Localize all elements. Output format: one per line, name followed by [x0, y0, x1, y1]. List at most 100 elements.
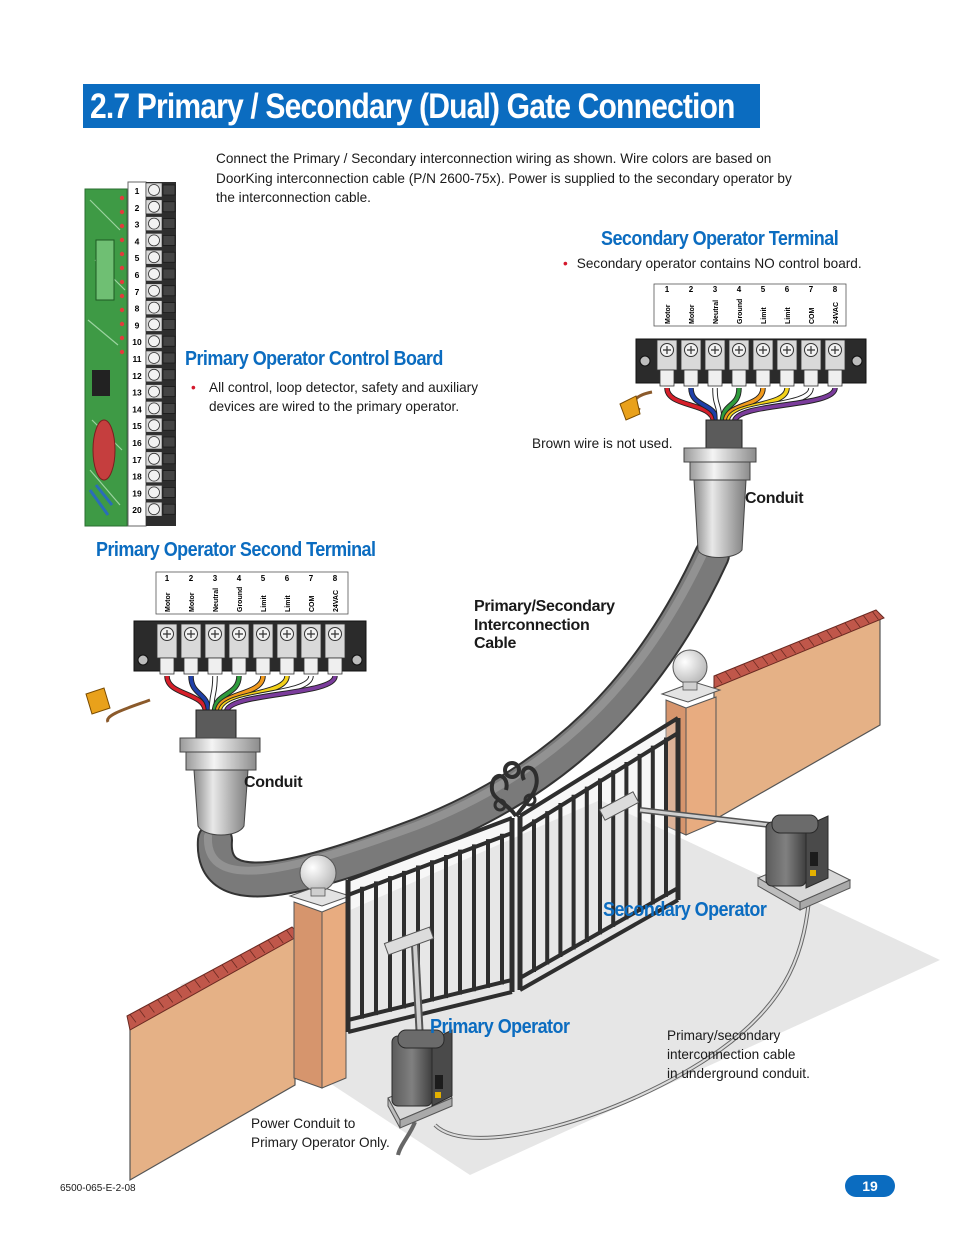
board-terminal-number: 14 — [132, 404, 142, 414]
primary-terminal-number: 2 — [189, 574, 194, 583]
secondary-operator-unit — [756, 814, 852, 911]
power-line1: Power Conduit to — [251, 1116, 356, 1131]
secondary-conduit — [683, 447, 757, 558]
board-terminal-number: 3 — [135, 220, 140, 230]
primary-wire — [209, 675, 217, 713]
board-terminal-screw — [148, 284, 160, 297]
primary-terminal-label: Motor — [189, 592, 196, 612]
board-terminal-number: 7 — [135, 287, 140, 297]
underground-line3: in underground conduit. — [667, 1066, 810, 1081]
mount-screw — [137, 654, 149, 666]
secondary-terminal-bullet-text: Secondary operator contains NO control b… — [576, 256, 862, 271]
secondary-terminal-number: 6 — [785, 285, 790, 294]
board-terminal-number: 8 — [135, 304, 140, 314]
primary-wire — [189, 675, 211, 713]
secondary-terminal-label: Limit — [785, 307, 792, 324]
secondary-terminal-number: 1 — [665, 285, 670, 294]
secondary-wire — [713, 387, 722, 423]
secondary-terminal-label: Ground — [737, 299, 744, 324]
board-terminal-number: 10 — [132, 337, 142, 347]
board-terminal-screw — [148, 335, 160, 348]
mount-screw — [351, 654, 363, 666]
primary-terminal-label: 24VAC — [333, 590, 340, 612]
board-terminal-screw — [148, 184, 160, 196]
power-conduit — [396, 1121, 417, 1156]
cable-label: Primary/Secondary Interconnection Cable — [474, 598, 615, 654]
board-terminal-screw — [148, 368, 160, 381]
board-terminal-number: 19 — [132, 488, 142, 498]
primary-terminal-label: Ground — [237, 587, 244, 612]
mount-screw — [639, 355, 651, 367]
secondary-terminal-number: 3 — [713, 285, 718, 294]
secondary-terminal-number: 7 — [809, 285, 814, 294]
secondary-wire — [689, 387, 719, 423]
board-terminal-screw — [148, 352, 160, 364]
primary-terminal-label: Limit — [285, 595, 292, 612]
secondary-terminal-number: 5 — [761, 285, 766, 294]
board-terminal-screw — [148, 469, 160, 482]
primary-wire — [212, 675, 241, 713]
board-terminal-screw — [148, 486, 160, 499]
primary-wire — [165, 675, 208, 713]
mount-screw — [851, 355, 863, 367]
brown-wire-note: Brown wire is not used. — [532, 436, 673, 451]
cable-label-line1: Primary/Secondary — [474, 598, 615, 615]
primary-terminal-label: Motor — [165, 592, 172, 612]
board-terminal-number: 13 — [132, 388, 142, 398]
board-terminal-screw — [148, 436, 160, 448]
board-terminal-number: 5 — [135, 253, 140, 263]
page-title: 2.7 Primary / Secondary (Dual) Gate Conn… — [90, 87, 735, 126]
primary-terminal-number: 5 — [261, 574, 266, 583]
board-terminal-number: 17 — [132, 455, 142, 465]
page-number: 19 — [845, 1175, 895, 1197]
board-terminal-number: 18 — [132, 472, 142, 482]
secondary-wire — [665, 387, 716, 423]
secondary-terminal-number: 4 — [737, 285, 742, 294]
secondary-terminal-block — [619, 283, 867, 451]
secondary-terminal-number: 8 — [833, 285, 838, 294]
board-terminal-number: 2 — [135, 203, 140, 213]
secondary-operator-heading: Secondary Operator — [603, 899, 767, 921]
primary-wire — [215, 675, 265, 713]
primary-terminal-label: COM — [309, 596, 316, 613]
board-terminal-number: 4 — [135, 236, 140, 246]
secondary-terminal-label: Motor — [689, 304, 696, 324]
board-terminal-number: 12 — [132, 371, 142, 381]
cable-label-line2: Interconnection — [474, 616, 590, 634]
ground-plane — [180, 800, 940, 1175]
power-conduit-note: Power Conduit to Primary Operator Only. — [251, 1114, 390, 1152]
control-board-bullet: •All control, loop detector, safety and … — [191, 378, 501, 416]
primary-wire — [224, 675, 337, 713]
secondary-wire — [720, 387, 741, 423]
board-terminal-number: 20 — [132, 505, 142, 515]
board-terminal-screw — [148, 251, 160, 264]
intro-paragraph: Connect the Primary / Secondary intercon… — [216, 151, 792, 205]
board-terminal-number: 16 — [132, 438, 142, 448]
board-terminal-screw — [148, 385, 160, 398]
secondary-wire — [723, 387, 765, 423]
board-terminal-number: 15 — [132, 421, 142, 431]
primary-terminal-label: Neutral — [213, 588, 220, 612]
board-terminal-screw — [148, 452, 160, 465]
conduit-label-top: Conduit — [745, 490, 804, 507]
primary-operator-heading: Primary Operator — [430, 1016, 570, 1038]
board-terminal-screw — [148, 503, 160, 516]
primary-conduit — [179, 737, 261, 836]
board-terminal-screw — [148, 200, 160, 213]
primary-terminal-number: 6 — [285, 574, 290, 583]
secondary-terminal-label: COM — [809, 308, 816, 325]
document-number: 6500-065-E-2-08 — [60, 1183, 136, 1194]
control-board-heading: Primary Operator Control Board — [185, 348, 443, 370]
secondary-terminal-bullet: •Secondary operator contains NO control … — [563, 256, 862, 271]
board-terminal-screw — [148, 402, 160, 415]
primary-terminal-number: 1 — [165, 574, 170, 583]
primary-terminal-block — [85, 571, 367, 743]
left-pillar — [293, 901, 323, 1089]
underground-line1: Primary/secondary — [667, 1028, 781, 1043]
cable-label-line3: Cable — [474, 635, 517, 652]
primary-terminal-number: 7 — [309, 574, 314, 583]
board-terminal-screw — [148, 301, 160, 314]
primary-terminal-number: 4 — [237, 574, 242, 583]
secondary-terminal-label: Neutral — [713, 300, 720, 324]
power-line2: Primary Operator Only. — [251, 1135, 390, 1150]
